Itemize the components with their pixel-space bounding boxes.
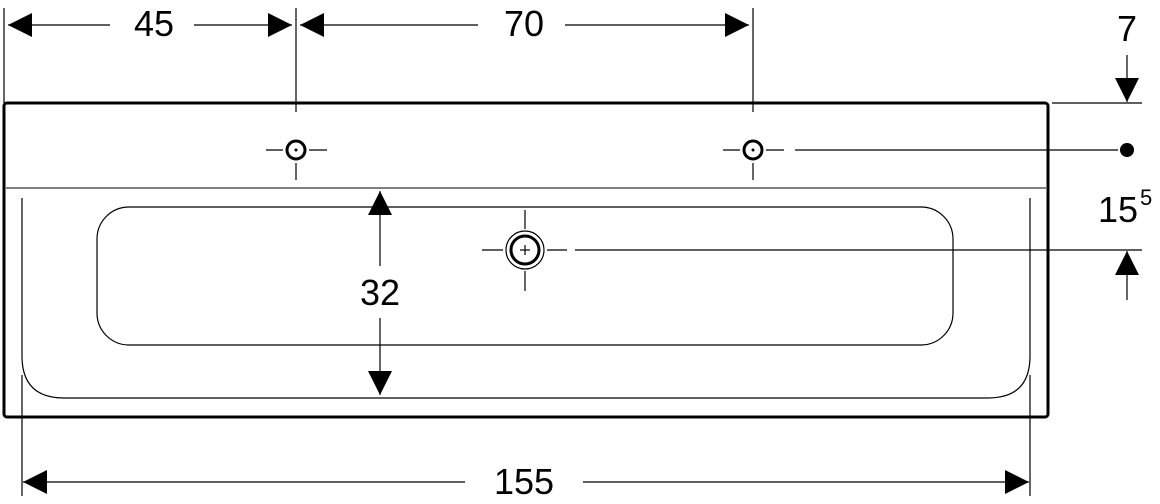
dim-label-32: 32 [360, 272, 400, 313]
tap-hole-left [266, 139, 327, 180]
drain-hole [482, 210, 567, 291]
basin-inner-contour [21, 198, 1031, 399]
tap-hole-right [723, 139, 784, 180]
bowl-contour [96, 206, 954, 346]
dim-label-45: 45 [134, 3, 174, 44]
basin-outer-edge [2, 101, 1050, 419]
dim-label-15-5: 155 [1098, 185, 1152, 230]
basin-outline [2, 101, 1050, 419]
dim-label-70: 70 [504, 3, 544, 44]
extension-lines [3, 8, 1142, 496]
dim-label-15-sup: 5 [1140, 185, 1152, 210]
dim-label-7: 7 [1117, 8, 1137, 49]
dim-label-155: 155 [494, 461, 554, 502]
dim-label-15-main: 15 [1098, 189, 1138, 230]
tap-level-marker [1120, 143, 1134, 157]
